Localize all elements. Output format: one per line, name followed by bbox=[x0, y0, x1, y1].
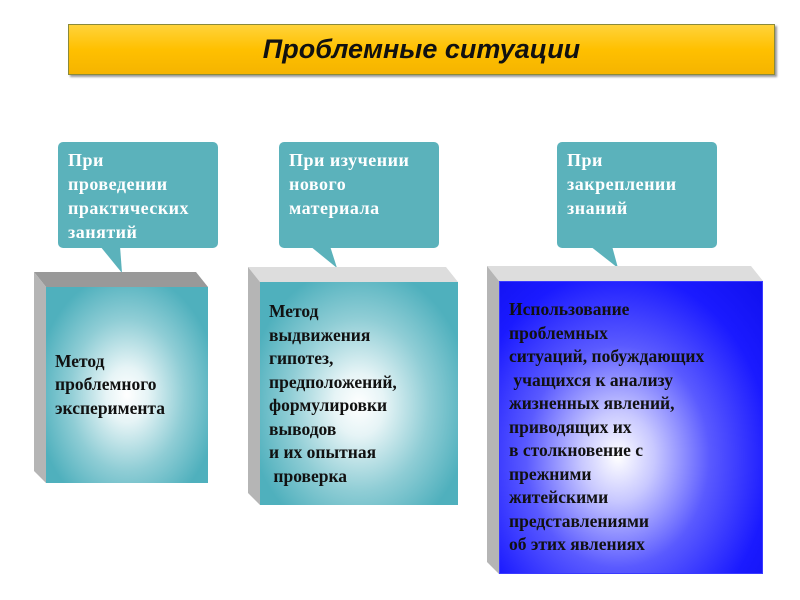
box-text: Метод проблемного эксперимента bbox=[46, 287, 208, 483]
callout-practical: При проведении практических занятий bbox=[58, 142, 218, 248]
box-top-bevel bbox=[487, 266, 763, 281]
callout-consolidation: При закреплении знаний bbox=[557, 142, 717, 248]
box-text: Метод выдвижения гипотез, предположений,… bbox=[260, 282, 458, 505]
box-top-bevel bbox=[34, 272, 208, 287]
slide-title: Проблемные ситуации bbox=[262, 34, 581, 64]
box-top-bevel bbox=[248, 267, 458, 282]
callout-tail-1 bbox=[100, 246, 122, 273]
box-hypotheses: Метод выдвижения гипотез, предположений,… bbox=[248, 267, 458, 505]
callout-new-material: При изучении нового материала bbox=[279, 142, 439, 248]
box-problem-experiment: Метод проблемного эксперимента bbox=[34, 272, 208, 483]
box-side-bevel bbox=[34, 272, 46, 483]
callout-tail-3 bbox=[590, 246, 618, 268]
callout-tail-2 bbox=[310, 246, 337, 268]
box-side-bevel bbox=[248, 267, 260, 505]
box-side-bevel bbox=[487, 266, 499, 574]
box-text: Использование проблемных ситуаций, побуж… bbox=[499, 281, 763, 574]
box-life-phenomena: Использование проблемных ситуаций, побуж… bbox=[487, 266, 763, 574]
title-banner: Проблемные ситуации bbox=[68, 24, 775, 75]
